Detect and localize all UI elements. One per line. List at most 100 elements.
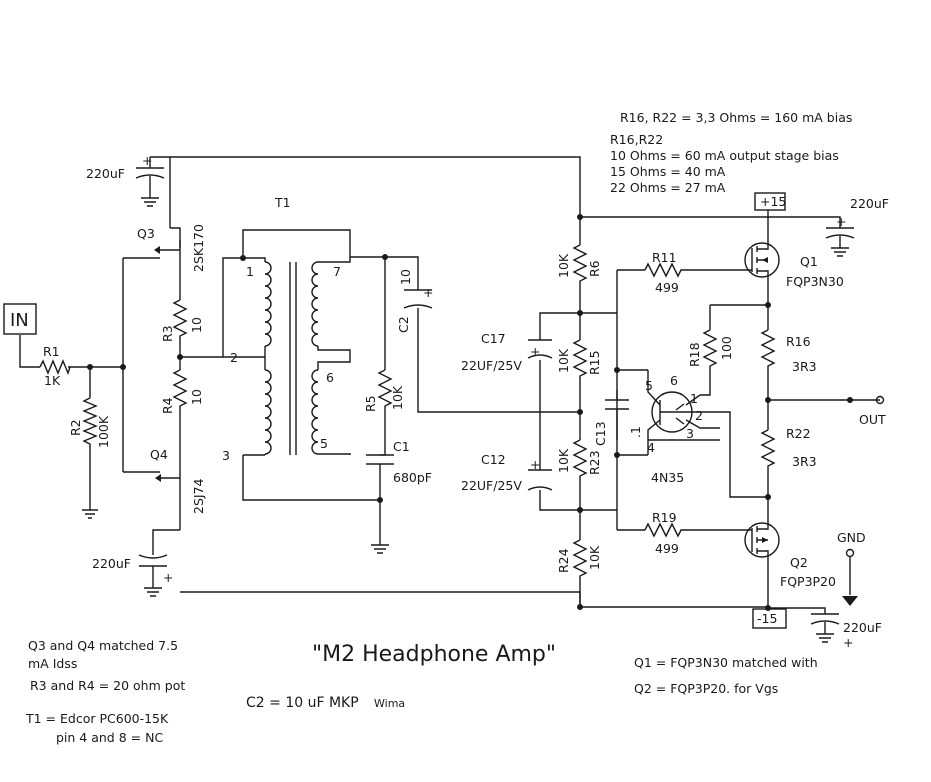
- gnd-cap-bottom-left: [144, 587, 162, 597]
- c13-label: C13: [593, 421, 608, 446]
- optocoupler-4n35-symbol: [647, 370, 720, 455]
- r3-value: 10: [189, 317, 204, 333]
- c17-plus: +: [530, 344, 540, 359]
- t1-label: T1: [274, 195, 291, 210]
- r4-label: R4: [160, 397, 175, 414]
- r23-value: 10K: [556, 448, 571, 473]
- r1-value: 1K: [44, 373, 61, 388]
- r6-label: R6: [587, 260, 602, 277]
- cap-bottom-right-plus: +: [843, 635, 853, 650]
- cap-top-right-symbol: [825, 222, 855, 248]
- r23-symbol: [572, 439, 588, 485]
- cap-top-left-symbol: [135, 157, 165, 198]
- r5-value: 10K: [390, 385, 405, 410]
- r5-label: R5: [363, 395, 378, 412]
- q1-label: Q1: [800, 254, 818, 269]
- c1-value: 680pF: [393, 470, 432, 485]
- r19-label: R19: [652, 510, 677, 525]
- r11-symbol: [644, 262, 688, 278]
- in-terminal-box: [3, 303, 37, 335]
- r15-value: 10K: [556, 348, 571, 373]
- wires: [19, 156, 880, 614]
- gnd-cap-bottom-right: [816, 622, 834, 643]
- bias-note-main: R16, R22 = 3,3 Ohms = 160 mA bias: [620, 110, 852, 125]
- transformer-t1-symbol: [243, 257, 351, 456]
- q-match-note-2: Q2 = FQP3P20. for Vgs: [634, 681, 778, 696]
- bias-note-1: 10 Ohms = 60 mA output stage bias: [610, 148, 839, 163]
- schematic-title: "M2 Headphone Amp": [312, 642, 556, 667]
- r3-symbol: [172, 299, 188, 345]
- opto-pin1: 1: [690, 391, 698, 406]
- jfet-q4-symbol: [155, 462, 181, 490]
- ground-symbols: [82, 197, 849, 643]
- c12-label: C12: [481, 452, 506, 467]
- neg-rail-label: -15: [757, 611, 777, 626]
- gnd-arrow: [842, 596, 858, 606]
- c17-symbol: [527, 339, 553, 359]
- r4-value: 10: [189, 389, 204, 405]
- opto-pin5: 5: [645, 378, 653, 393]
- cap-bottom-right-label: 220uF: [843, 620, 882, 635]
- opto-label: 4N35: [651, 470, 684, 485]
- component-labels: IN OUT GND +15 -15 T1 R1 1K R2 100K R3 1…: [10, 153, 889, 650]
- r22-value: 3R3: [792, 454, 817, 469]
- q1-part: FQP3N30: [786, 274, 844, 289]
- cap-top-right-label: 220uF: [850, 196, 889, 211]
- t1-pin1: 1: [246, 264, 254, 279]
- r6-symbol: [572, 244, 588, 290]
- r19-value: 499: [655, 541, 679, 556]
- cap-bottom-right-symbol: [810, 613, 840, 625]
- t1-note-1: T1 = Edcor PC600-15K: [25, 711, 169, 726]
- r22-label: R22: [786, 426, 811, 441]
- r18-label: R18: [687, 342, 702, 367]
- opto-pin6: 6: [670, 373, 678, 388]
- r24-value: 10K: [587, 545, 602, 570]
- c2-brand-note: Wima: [374, 697, 405, 710]
- pos-rail-label: +15: [760, 194, 786, 209]
- pos-rail-box: [754, 192, 786, 211]
- r24-symbol: [572, 539, 588, 580]
- q3-label: Q3: [137, 226, 155, 241]
- t1-pin7: 7: [333, 264, 341, 279]
- c17-value: 22UF/25V: [461, 358, 522, 373]
- pot-note: R3 and R4 = 20 ohm pot: [30, 678, 185, 693]
- q2-part: FQP3P20: [780, 574, 836, 589]
- q4-label: Q4: [150, 447, 168, 462]
- r19-symbol: [644, 522, 688, 538]
- capacitors: [135, 157, 855, 625]
- c2-plus: +: [423, 285, 433, 300]
- bias-note-head: R16,R22: [610, 132, 663, 147]
- gnd-terminal: [845, 548, 855, 558]
- c2-value: 10: [398, 269, 413, 285]
- cap-bottom-left-symbol: [138, 529, 180, 588]
- t1-pin2: 2: [230, 350, 238, 365]
- q-match-note-1: Q1 = FQP3N30 matched with: [634, 655, 818, 670]
- t1-note-2: pin 4 and 8 = NC: [56, 730, 163, 745]
- jfet-q3-symbol: [154, 227, 181, 254]
- match-note-1: Q3 and Q4 matched 7.5: [28, 638, 178, 653]
- out-label: OUT: [859, 412, 886, 427]
- r23-label: R23: [587, 450, 602, 475]
- r16-value: 3R3: [792, 359, 817, 374]
- gnd-r2: [82, 509, 98, 519]
- r2-value: 100K: [96, 415, 111, 448]
- notes: R16, R22 = 3,3 Ohms = 160 mA bias R16,R2…: [25, 110, 852, 745]
- c17-label: C17: [481, 331, 506, 346]
- c13-symbol: [605, 390, 629, 440]
- opto-pin3: 3: [686, 426, 694, 441]
- r5-symbol: [377, 369, 393, 415]
- r24-label: R24: [556, 548, 571, 573]
- cap-top-right-plus: +: [836, 214, 846, 229]
- c12-value: 22UF/25V: [461, 478, 522, 493]
- r11-value: 499: [655, 280, 679, 295]
- r18-symbol: [702, 329, 718, 370]
- opto-pin4: 4: [647, 440, 655, 455]
- opto-pin2: 2: [695, 408, 703, 423]
- c1-symbol: [366, 454, 394, 480]
- r18-value: 100: [719, 336, 734, 360]
- c12-plus: +: [530, 457, 540, 472]
- t1-pin3: 3: [222, 448, 230, 463]
- cap-bottom-left-plus: +: [163, 570, 173, 585]
